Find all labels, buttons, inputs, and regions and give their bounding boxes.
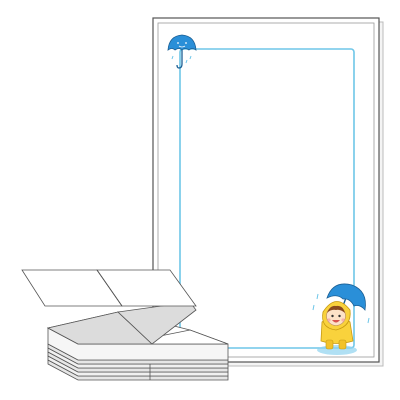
puddle bbox=[317, 345, 357, 355]
folded-paper-stack-illustration bbox=[21, 269, 229, 381]
umbrella-icon bbox=[167, 34, 197, 69]
child-with-umbrella-illustration bbox=[312, 283, 370, 355]
child-umbrella bbox=[326, 283, 366, 311]
paper-stack-top bbox=[46, 301, 229, 361]
sheet-inner-line bbox=[157, 22, 375, 358]
blue-frame-border bbox=[179, 48, 355, 349]
paper-unfolded-sheet bbox=[21, 269, 197, 307]
